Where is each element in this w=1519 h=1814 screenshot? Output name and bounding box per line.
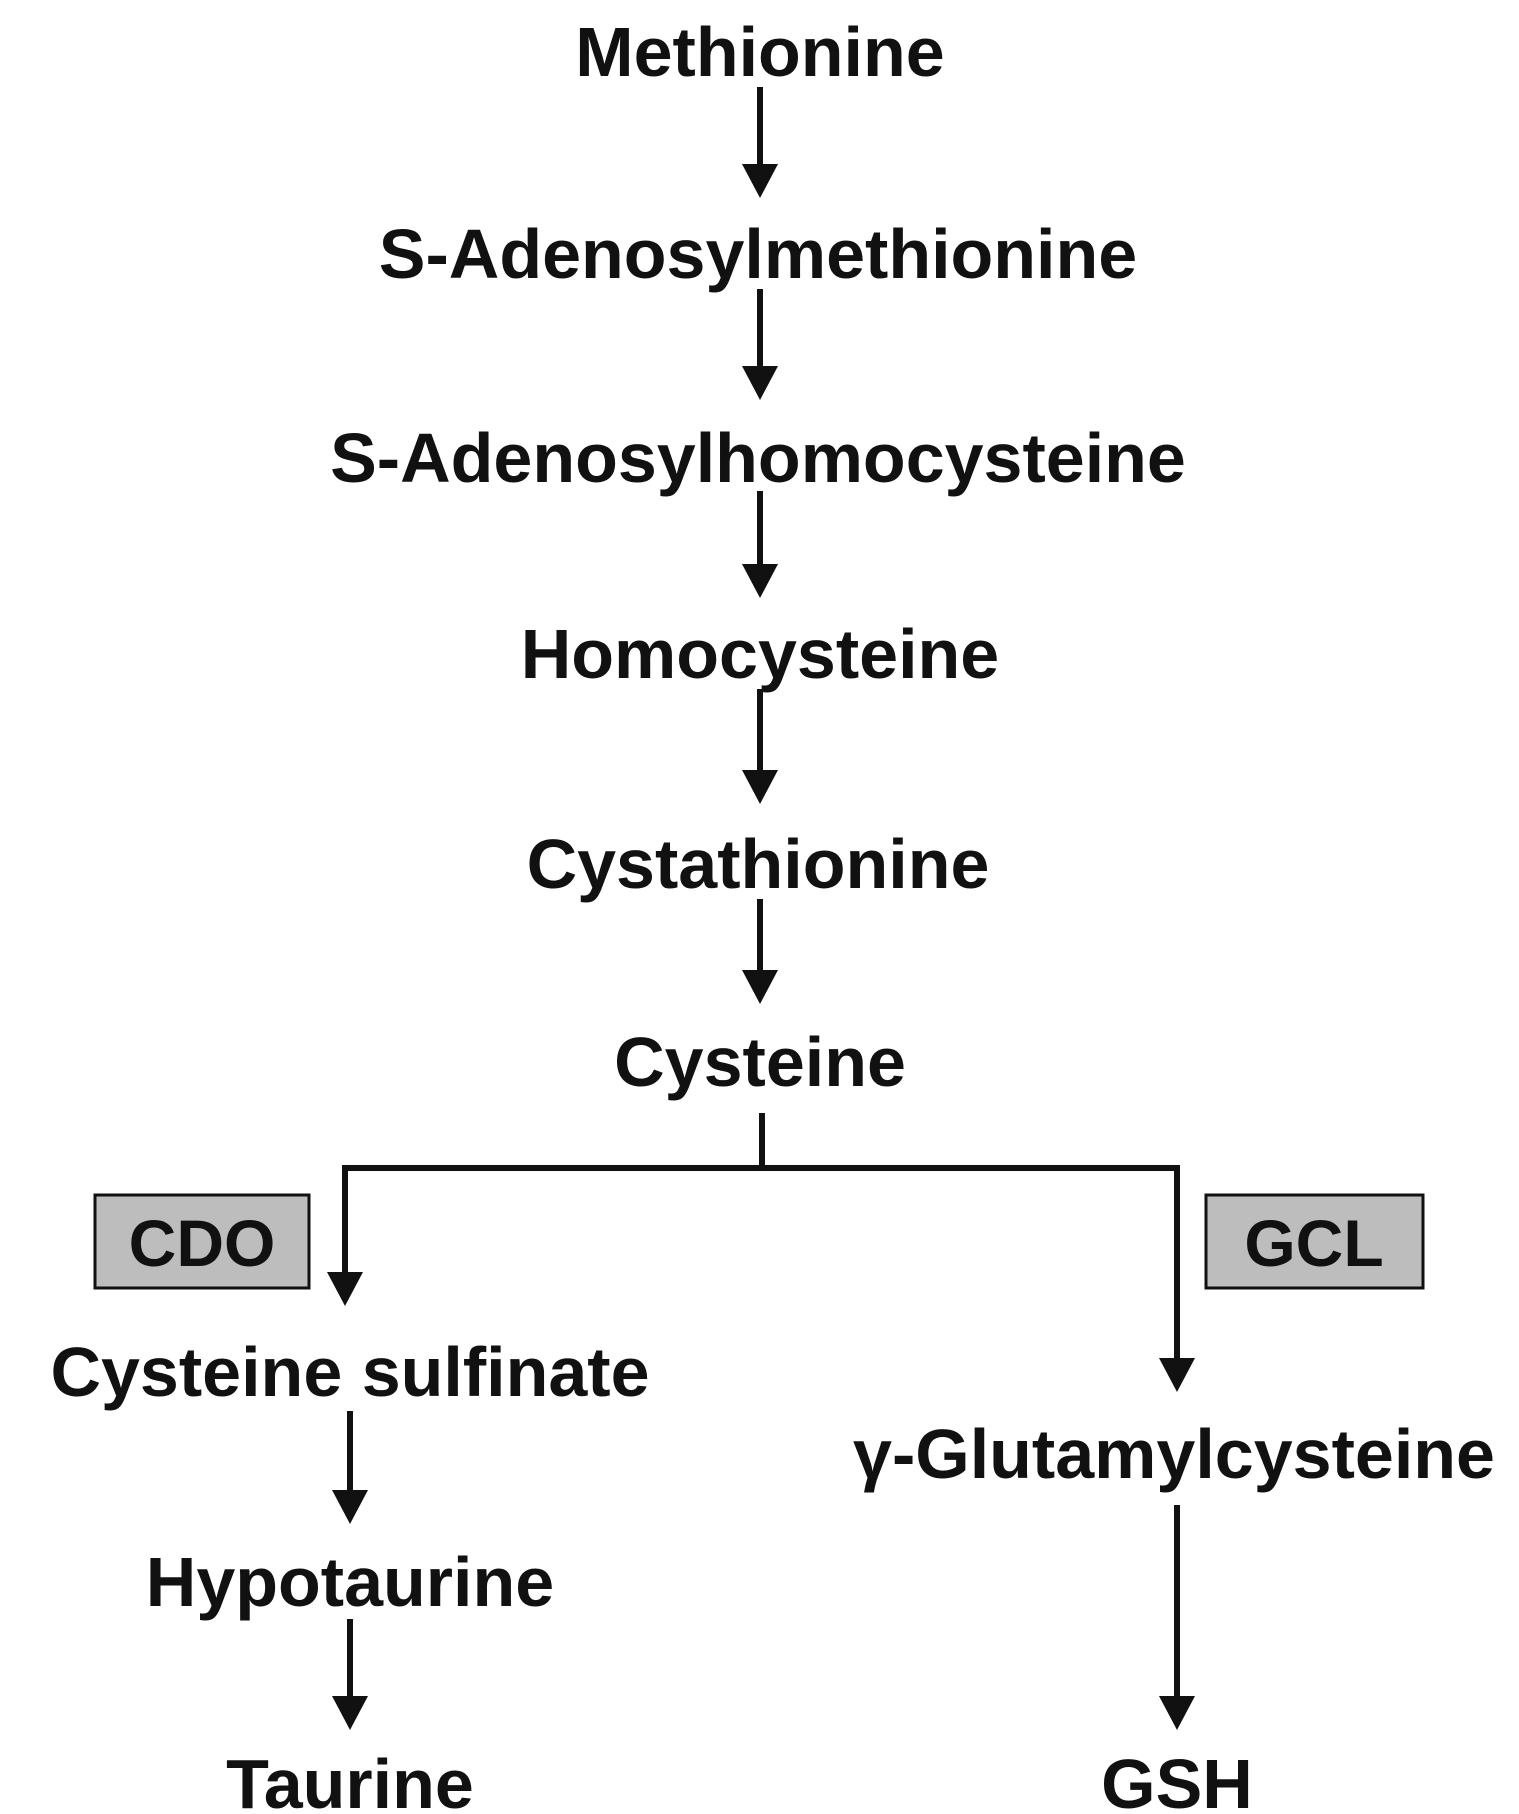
arrow-gamma-glutamylcysteine-to-gsh bbox=[1159, 1505, 1195, 1730]
metabolite-hypotaurine: Hypotaurine bbox=[146, 1543, 554, 1621]
arrow-methionine-to-sam bbox=[742, 87, 778, 198]
metabolite-cystathionine: Cystathionine bbox=[527, 825, 990, 903]
enzyme-box-gcl: GCL bbox=[1204, 1193, 1425, 1290]
metabolite-taurine: Taurine bbox=[226, 1745, 474, 1814]
arrow-cysteine-to-cysteine-sulfinate bbox=[327, 1165, 363, 1306]
metabolite-homocysteine: Homocysteine bbox=[521, 615, 999, 693]
arrow-cysteine-to-gamma-glutamylcysteine bbox=[1159, 1165, 1195, 1392]
metabolite-cysteine-sulfinate: Cysteine sulfinate bbox=[50, 1333, 649, 1411]
metabolite-gsh: GSH bbox=[1101, 1745, 1253, 1814]
arrow-sah-to-homocysteine bbox=[742, 491, 778, 598]
metabolite-s-adenosylmethionine: S-Adenosylmethionine bbox=[379, 215, 1137, 293]
metabolite-cysteine: Cysteine bbox=[614, 1023, 906, 1101]
enzyme-label-gcl: GCL bbox=[1244, 1206, 1383, 1280]
arrow-cystathionine-to-cysteine bbox=[742, 899, 778, 1004]
metabolite-s-adenosylhomocysteine: S-Adenosylhomocysteine bbox=[330, 419, 1186, 497]
arrow-homocysteine-to-cystathionine bbox=[742, 689, 778, 804]
arrow-sam-to-sah bbox=[742, 289, 778, 400]
branch-connector bbox=[342, 1113, 1180, 1171]
arrow-hypotaurine-to-taurine bbox=[332, 1619, 368, 1730]
metabolite-methionine: Methionine bbox=[575, 13, 944, 91]
enzyme-label-cdo: CDO bbox=[129, 1206, 276, 1280]
metabolite-gamma-glutamylcysteine: γ-Glutamylcysteine bbox=[853, 1415, 1495, 1493]
enzyme-box-cdo: CDO bbox=[93, 1193, 311, 1290]
arrow-cysteine-sulfinate-to-hypotaurine bbox=[332, 1411, 368, 1524]
